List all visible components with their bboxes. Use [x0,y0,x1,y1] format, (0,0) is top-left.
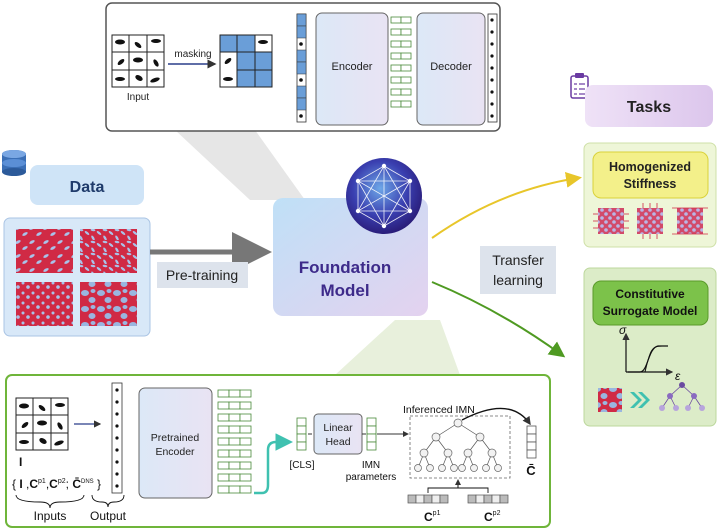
imn-param-tokens [366,417,377,451]
transfer-label-box [480,246,556,294]
input-grid [111,34,165,88]
data-icon [2,150,26,176]
cbar-label: C̄ [526,463,536,478]
pretrained-encoder-line2: Encoder [155,446,195,458]
decoder-label: Decoder [430,61,472,73]
task-surrogate-line1: Constitutive [615,287,685,301]
encoder-box [315,12,389,126]
transfer-label-line1: Transfer [492,252,544,268]
transfer-arrow-stiffness [431,171,582,239]
inferenced-imn-label: Inferenced IMN [403,404,475,416]
transfer-arrow-surrogate [431,281,566,358]
foundation-model-line1: Foundation [299,258,392,277]
cp1-label: Cp1 [424,510,441,524]
masked-grid [219,34,273,88]
task-stiffness-title-box [592,151,709,199]
decoder-box [416,12,486,126]
imn-tree [414,418,502,472]
task-stiffness-line2: Stiffness [624,177,677,191]
task-surrogate-title-box [592,280,709,326]
cp2-superscript: p2 [493,510,501,517]
formula-C2: C [49,477,58,491]
inputs-label: Inputs [34,509,67,523]
sigma-label: σ [619,323,627,337]
reconstructed-token-column [487,13,498,123]
formula-p1: p1 [38,478,46,485]
pretrained-encoder-line1: Pretrained [151,432,200,444]
cp2-letter: C [484,510,493,524]
encoder-label: Encoder [332,61,373,73]
stress-strain-plot [622,332,674,376]
output-brace [91,494,125,508]
input-symbol: I [19,455,22,469]
pretraining-label: Pre-training [166,267,238,283]
pretrain-panel: Input masking [105,2,501,132]
linear-head-line1: Linear [323,422,353,434]
patch-token-column [296,13,307,123]
masking-label: masking [174,49,211,60]
data-title-box [30,165,144,205]
imn-output-arrow [461,407,531,426]
surrogate-micro-sample [598,388,622,412]
task-surrogate-line2: Surrogate Model [603,304,698,318]
transfer-label-line2: learning [493,272,543,288]
pretrain-funnel [175,130,305,200]
input-label: Input [127,92,149,103]
cp1-superscript: p1 [433,510,441,517]
neural-globe-icon [346,158,422,234]
finetune-panel: I { I ,Cp1,Cp2; C̄DNS } Inputs Output Pr… [5,374,551,528]
cls-arrow [254,433,293,495]
double-chevron-icon [630,392,650,408]
imn-dashed-box [409,415,511,479]
epsilon-label: ε [675,369,681,383]
microstructure-sample-3 [16,282,73,326]
tasks-title-box [585,85,713,127]
formula-dns: DNS [81,479,94,485]
stiffness-load-cases [593,203,708,239]
finetune-patch-column [111,382,123,494]
imn-params-line2: parameters [346,472,397,483]
surrogate-tree-icon [659,382,705,411]
imn-params-line1: IMN [362,460,380,471]
linear-head-box [313,413,363,455]
cbar-tokens [526,425,537,459]
formula-I: I [19,477,22,491]
cp2-tokens [467,494,509,504]
formula-C1: C [29,477,38,491]
microstructure-sample-2 [80,229,137,273]
cls-label: [CLS] [289,460,314,471]
finetune-funnel [335,320,460,375]
formula-p2: p2 [58,478,66,485]
finetune-latent-tokens [217,389,252,494]
tasks-title: Tasks [627,99,671,116]
data-title: Data [70,179,105,196]
formula: { I ,Cp1,Cp2; C̄DNS } [12,477,101,491]
pretrained-encoder-box [138,387,213,499]
task-stiffness-line1: Homogenized [609,160,691,174]
microstructure-sample-1 [16,229,73,273]
finetune-input-grid [15,397,69,451]
cp2-label: Cp2 [484,510,501,524]
latent-tokens [390,16,412,108]
cp1-letter: C [424,510,433,524]
cp1-tokens [407,494,449,504]
foundation-model-line2: Model [320,281,369,300]
linear-head-line2: Head [325,436,350,448]
pretraining-label-box [157,262,248,288]
formula-Cbar: C̄ [72,477,81,491]
cls-token [296,417,307,451]
inputs-brace [15,494,85,509]
output-label: Output [90,509,127,523]
microstructure-sample-4 [80,282,137,326]
